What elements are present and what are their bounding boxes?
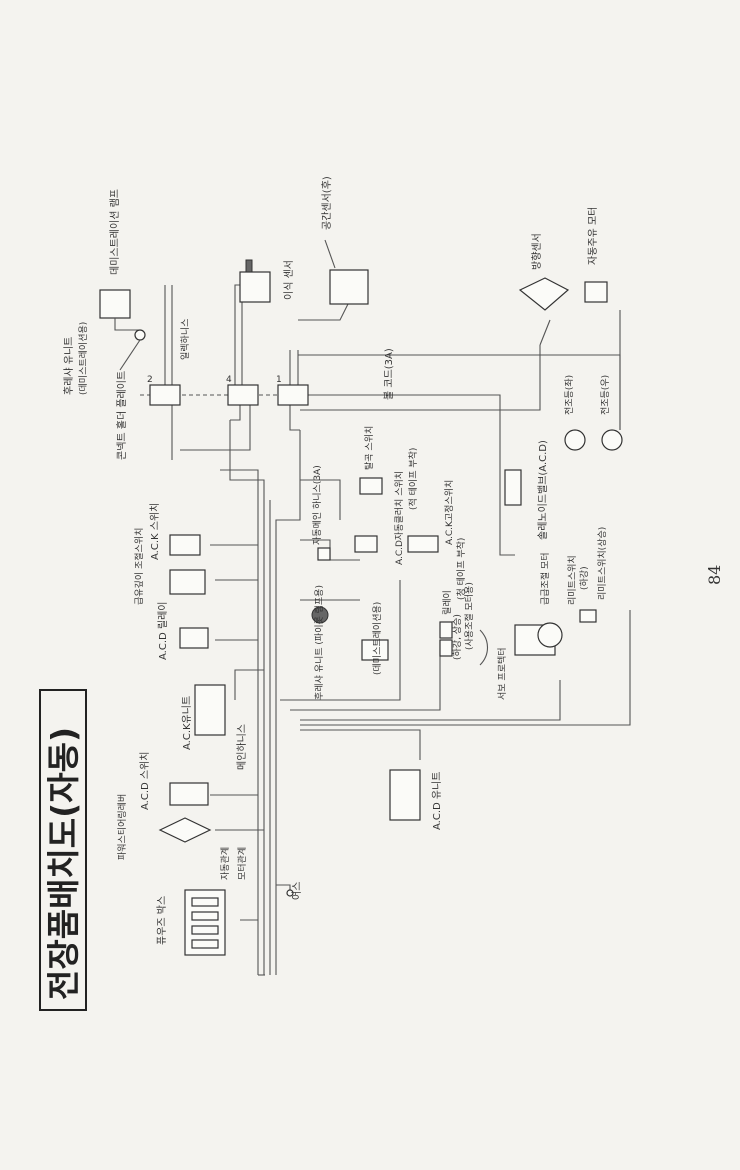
acd-switch: A.C.D 스위치 (138, 752, 209, 810)
ack-fix-switch: A.C.K고정스위치 (청 테이프 부착) (407, 480, 467, 600)
connector-plate-label: 콘넥트 홀더 플레이트 (115, 371, 128, 460)
auto-main-harness: 자동메인 하니스(3A) (312, 465, 331, 561)
limit-down-label: (하강) (579, 566, 590, 590)
ground: 어스 (286, 882, 303, 900)
oil-depth-label: 급유깊이 조절스위치 (133, 528, 145, 605)
svg-text:1: 1 (276, 375, 282, 385)
fuse-box-label: 퓨우즈 박스 (156, 896, 168, 945)
bulb-code: 볼 코드(3A) (383, 348, 395, 400)
title-box: 전장품배치도(자동) (39, 689, 87, 1011)
tape-attach-label: (적 테이프 부착) (407, 448, 419, 510)
direction-sensor: 방향센서 (518, 233, 570, 311)
left-harness-label: 일렉하니스 (180, 319, 191, 360)
bulb-switch: 탈곡 스위치 (359, 426, 383, 495)
auto-main-harness-label: 자동메인 하니스(3A) (312, 465, 323, 545)
relay-note-label: (사용조절 모터용) (463, 582, 475, 650)
front-lamps: 전조등(좌) 전조등(우) (564, 375, 623, 451)
limit-up-label: 리미트스위치(상승) (596, 527, 608, 600)
acd-relay-label: A.C.D 릴레이 (156, 602, 169, 660)
fuse-box: 퓨우즈 박스 자동관계 모터관계 (156, 847, 248, 956)
direction-sensor-label: 방향센서 (531, 233, 543, 270)
acd-auto-switch: A.C.D자동클러치 스위치 (적 테이프 부착) (354, 448, 419, 565)
auto-motor-label: 자동주유 모터 (587, 207, 599, 265)
supply-motor: 급급조절 모터 (514, 552, 563, 656)
page-number: 84 (705, 565, 724, 585)
ack-fix-switch-label: A.C.K고정스위치 (443, 480, 455, 545)
bulb-switch-label: 탈곡 스위치 (363, 426, 375, 470)
svg-text:2: 2 (147, 375, 153, 385)
rear-demister-label: (데미스트레이션용) (372, 602, 383, 675)
solenoid-valve: 솔레노이드밸브(A.C.D) (504, 440, 549, 540)
acd-unit: A.C.D 유니트 (389, 769, 443, 830)
ack-switch: A.C.K 스위치 (148, 503, 201, 560)
main-harness-label: 메인하니스 (235, 724, 248, 770)
limit-switches: 리미트스위치 (하강) 리미트스위치(상승) (566, 527, 608, 623)
demister-lamp: 데미스트레이션 램프 (99, 189, 140, 331)
rear-unit-label: 후레샤 유니트 (63, 337, 75, 395)
relay-up-sublabel: (하강, 상승) (452, 614, 463, 660)
ack-unit-label: A.C.K유니트 (181, 696, 193, 750)
rear-unit-sublabel: (데미스트레이션용) (78, 322, 89, 395)
motor-relay-label: 모터관계 (236, 847, 248, 880)
front-lamp-right-label: 전조등(우) (600, 375, 611, 415)
power-lever: 파워스티어링레버 (116, 794, 212, 860)
relay-up: 릴레이 (하강, 상승) (사용조절 모터용) (439, 582, 475, 660)
acd-unit-label: A.C.D 유니트 (431, 772, 443, 830)
servo-protector-label: 서보 프로텍터 (497, 647, 508, 700)
space-sensor: 공간센서(후) (321, 176, 369, 305)
ack-switch-label: A.C.K 스위치 (148, 503, 161, 560)
main-harness: 메인하니스 (235, 724, 248, 770)
auto-motor: 자동주유 모터 (584, 207, 608, 303)
svg-text:4: 4 (226, 375, 232, 385)
acd-switch-label: A.C.D 스위치 (138, 752, 151, 810)
oil-depth-switch: 급유깊이 조절스위치 (133, 528, 206, 605)
wiring (140, 284, 631, 976)
relay-up-label: 릴레이 (442, 590, 453, 615)
diagram-title: 전장품배치도(자동) (44, 727, 83, 1000)
limit-switch-label: 리미트스위치 (566, 555, 578, 605)
rear-pilot: 후레샤 유니트 (파이롯 램프용) (데미스트레이션용) (311, 585, 389, 700)
acd-auto-switch-label: A.C.D자동클러치 스위치 (393, 471, 405, 565)
ack-unit: A.C.K유니트 (181, 684, 226, 750)
bulb-code-label: 볼 코드(3A) (383, 348, 395, 400)
solenoid-label: 솔레노이드밸브(A.C.D) (537, 440, 549, 540)
space-sensor-label: 공간센서(후) (321, 176, 333, 230)
ground-label: 어스 (291, 882, 303, 900)
oil-sensor-label: 이식 센서 (283, 260, 295, 300)
tape-attach2-label: (청 테이프 부착) (456, 538, 467, 600)
servo-protector: 서보 프로텍터 (479, 629, 508, 700)
connector-holder-plate: 2 4 1 콘넥트 홀더 플레이트 일렉하니스 (115, 319, 309, 460)
rear-pilot-label: 후레샤 유니트 (파이롯 램프용) (313, 585, 325, 700)
front-lamp-left-label: 전조등(좌) (564, 375, 575, 415)
power-lever-label: 파워스티어링레버 (116, 794, 128, 860)
rear-unit: 후레샤 유니트 (데미스트레이션용) (63, 322, 146, 395)
supply-motor-label: 급급조절 모터 (539, 552, 551, 605)
auto-relay-label: 자동관계 (219, 847, 231, 880)
oil-sensor: 이식 센서 (239, 259, 295, 303)
demister-lamp-label: 데미스트레이션 램프 (109, 189, 121, 275)
acd-relay: A.C.D 릴레이 (156, 602, 209, 660)
